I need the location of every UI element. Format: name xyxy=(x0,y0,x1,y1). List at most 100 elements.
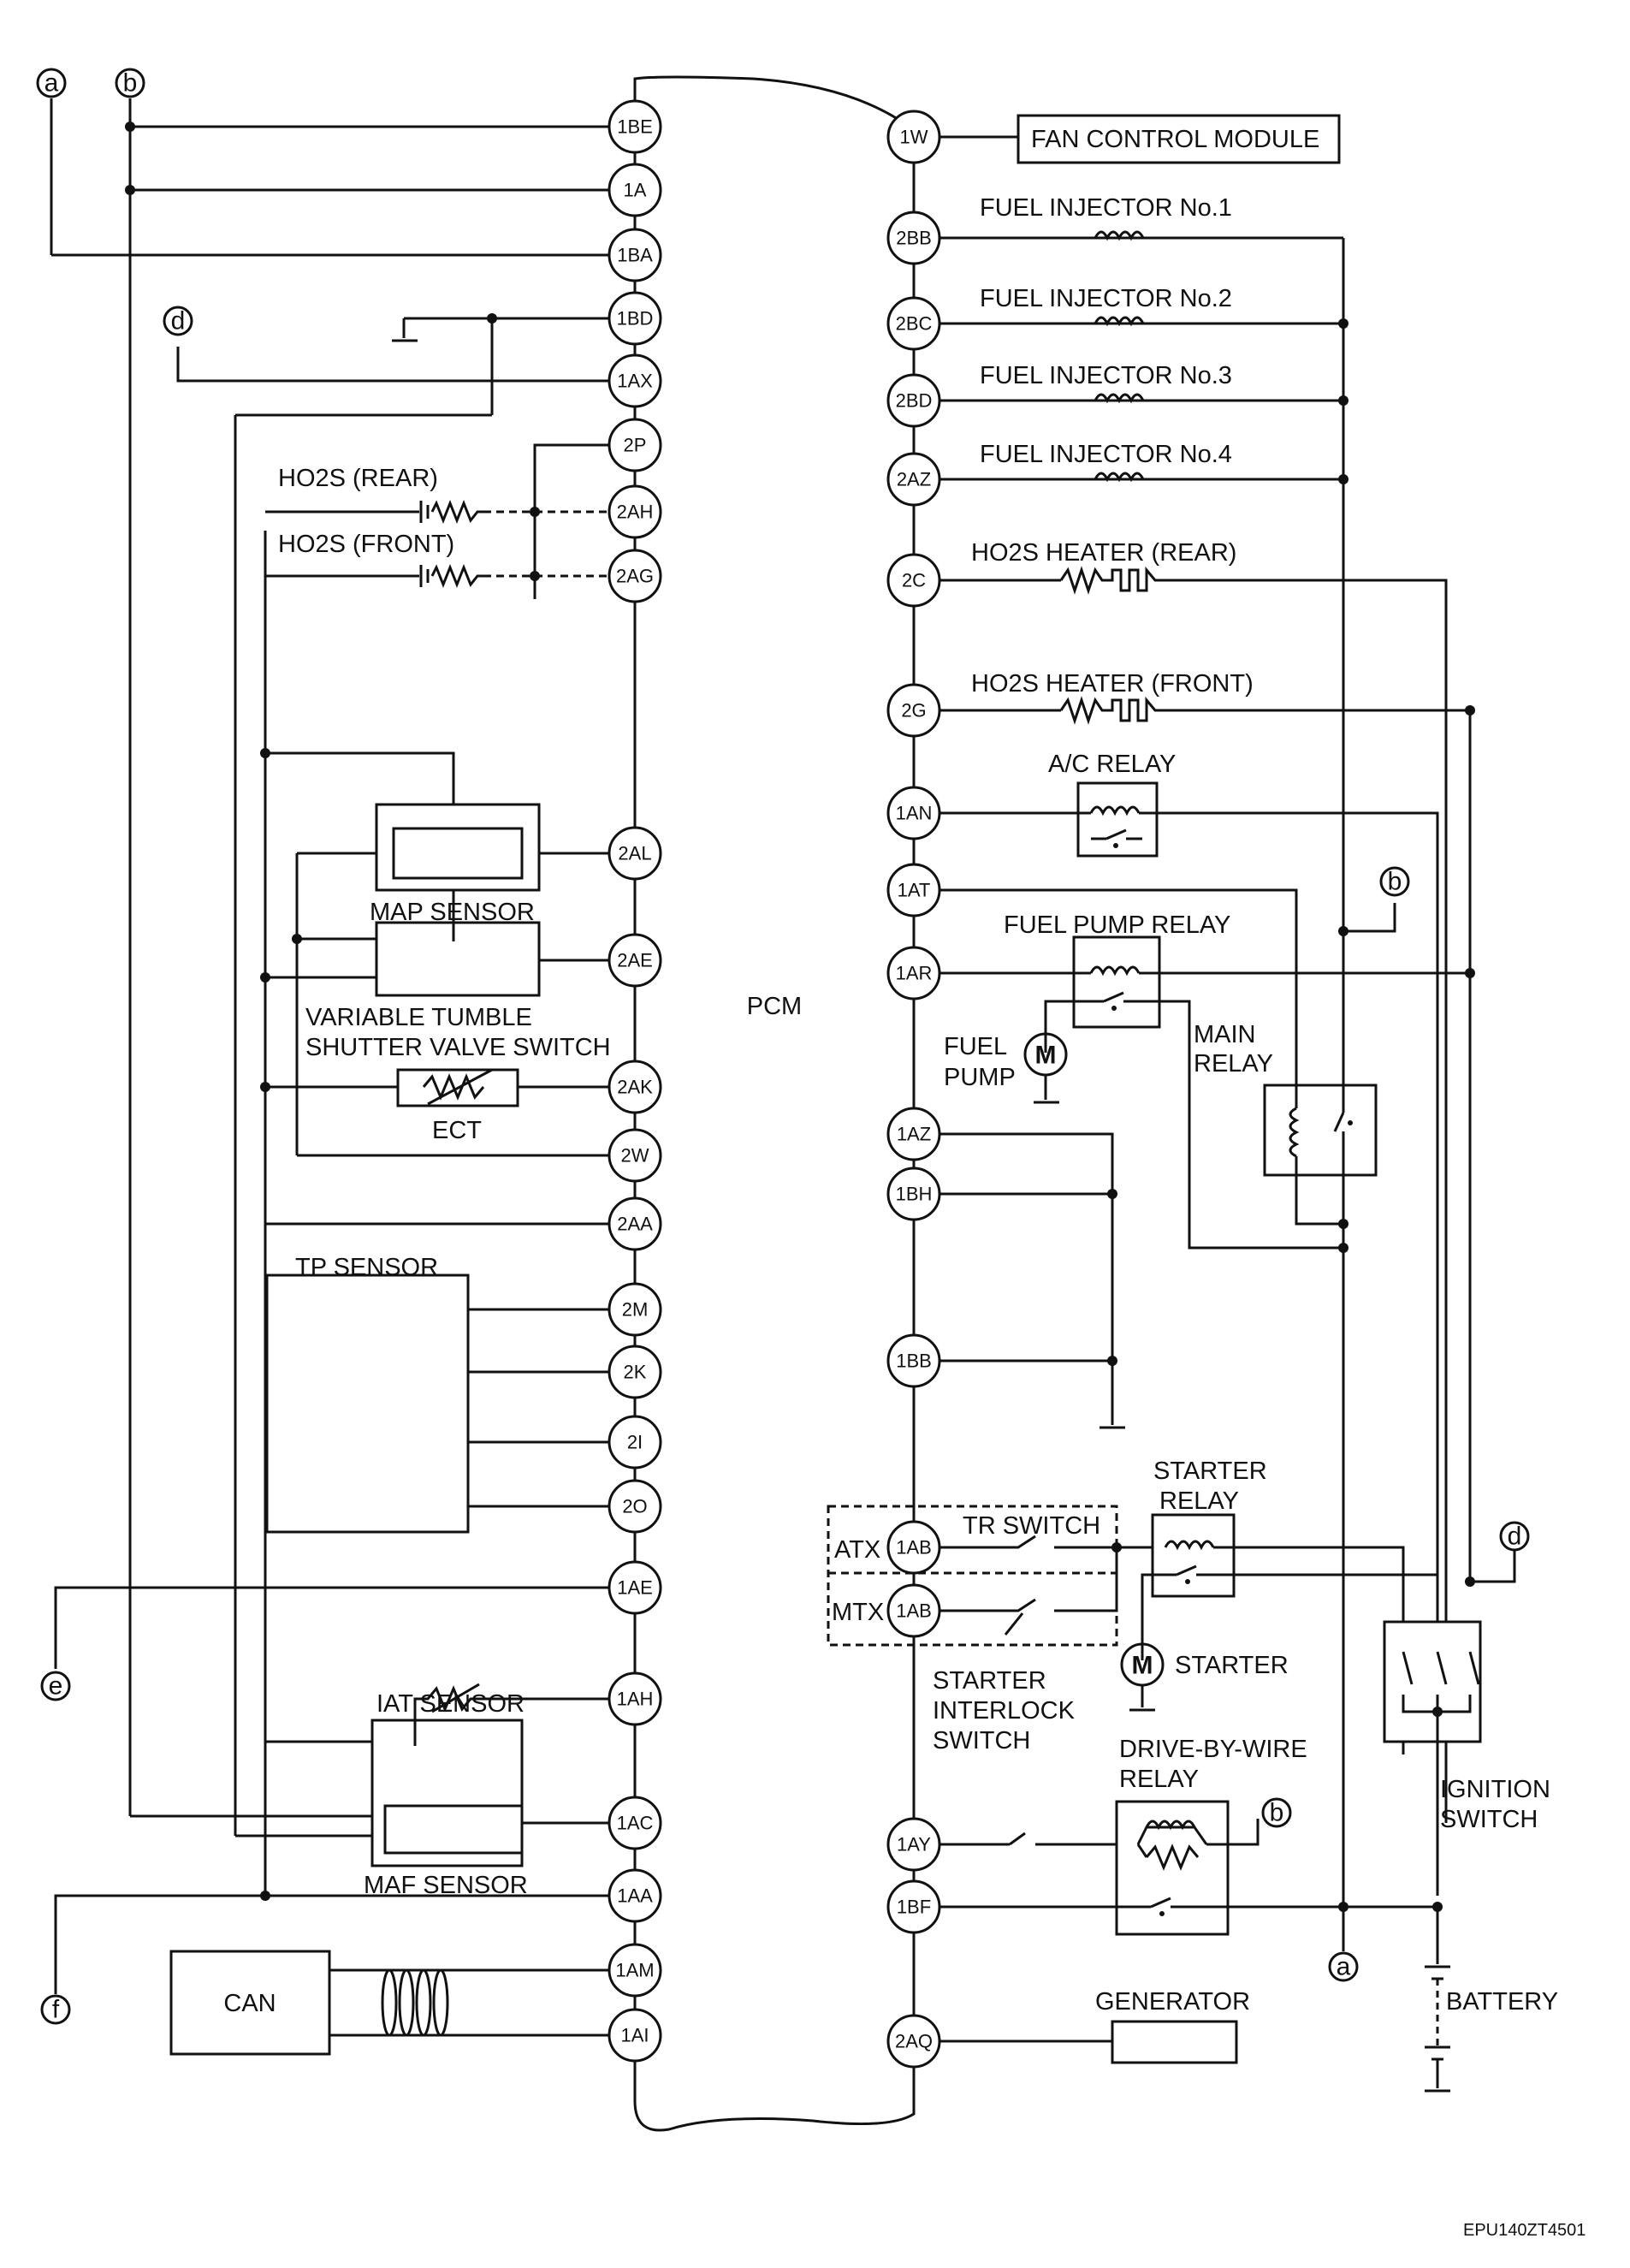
pcm-pin-right-1ay: 1AY xyxy=(886,1817,941,1872)
starter-relay-label-1: STARTER xyxy=(1153,1458,1267,1485)
pcm-pin-left-2al: 2AL xyxy=(608,826,662,881)
generator-box xyxy=(1111,2020,1238,2064)
dbw-res-link xyxy=(1136,1843,1148,1858)
pump-label: PUMP xyxy=(944,1064,1016,1091)
connector-b-top: b xyxy=(115,68,145,98)
svg-text:e: e xyxy=(49,1672,63,1701)
ignition-label: IGNITION xyxy=(1440,1776,1550,1803)
fuel-pump-relay-coil xyxy=(1089,965,1141,977)
svg-text:d: d xyxy=(171,307,186,335)
pcm-pin-left-2m: 2M xyxy=(608,1282,662,1337)
wire-1aa xyxy=(54,1894,609,1994)
drive-by-wire-label: DRIVE-BY-WIRE xyxy=(1119,1736,1307,1763)
pin-label: 1AH xyxy=(617,1689,654,1710)
connector-a-bottom: a xyxy=(1328,1951,1359,1982)
pin-label: 2P xyxy=(624,435,647,456)
pcm-pin-left-1ai: 1AI xyxy=(608,2008,662,2063)
wire-2p xyxy=(533,443,609,599)
starter-relay-contact xyxy=(1141,1564,1437,1660)
pcm-pin-right-2bb: 2BB xyxy=(886,211,941,265)
can-twisted-pair xyxy=(381,1968,449,2037)
pcm-pin-left-1ae: 1AE xyxy=(608,1560,662,1615)
pcm-pin-right-2g: 2G xyxy=(886,683,941,738)
pcm-pin-right-1ab: 1AB xyxy=(886,1583,941,1638)
pcm-label: PCM xyxy=(747,993,802,1020)
drive-by-wire-relay-label: RELAY xyxy=(1119,1766,1199,1793)
pcm-pin-right-1an: 1AN xyxy=(886,786,941,840)
atx-mtx-dashed-box xyxy=(827,1505,1118,1647)
wire-b-right xyxy=(1343,903,1396,933)
fuel-pump-relay-label: FUEL PUMP RELAY xyxy=(1004,911,1230,939)
pcm-pin-right-1ab: 1AB xyxy=(886,1520,941,1575)
starter-motor-symbol: M xyxy=(1132,1652,1153,1680)
pcm-pin-left-2ak: 2AK xyxy=(608,1060,662,1114)
can-label: CAN xyxy=(223,1990,276,2017)
map-sensor-label: MAP SENSOR xyxy=(370,899,535,926)
connector-a-top: a xyxy=(36,68,67,98)
svg-text:b: b xyxy=(1388,868,1402,896)
connector-b-right: b xyxy=(1379,866,1410,897)
starter-label: STARTER xyxy=(1175,1652,1289,1679)
pcm-pin-left-2k: 2K xyxy=(608,1345,662,1399)
pin-label: 2BC xyxy=(896,313,933,335)
pin-label: 1AC xyxy=(617,1813,654,1834)
wire-ac-relay-out xyxy=(1139,811,1439,1754)
fuel-injector-4-label: FUEL INJECTOR No.4 xyxy=(980,441,1232,468)
starter-interlock-label-2: INTERLOCK xyxy=(933,1697,1076,1725)
ho2s-front-label: HO2S (FRONT) xyxy=(278,531,454,558)
pcm-pin-right-1az: 1AZ xyxy=(886,1107,941,1161)
fuel-pump-relay-contact xyxy=(1044,991,1343,1250)
pin-label: 1A xyxy=(624,180,647,201)
pcm-pin-left-1bd: 1BD xyxy=(608,291,662,346)
pin-label: 2AE xyxy=(617,950,653,971)
ho2s-front-symbol xyxy=(419,563,483,589)
ect-label: ECT xyxy=(432,1117,482,1144)
ho2s-heater-front-label: HO2S HEATER (FRONT) xyxy=(971,670,1254,698)
pin-label: 2AQ xyxy=(895,2031,933,2052)
pcm-outline xyxy=(633,75,916,2132)
pin-label: 1AT xyxy=(898,880,931,901)
pin-label: 1BH xyxy=(896,1184,933,1205)
starter-relay-box xyxy=(1151,1513,1236,1598)
pcm-pin-left-2w: 2W xyxy=(608,1128,662,1183)
battery-symbol xyxy=(1425,1965,1450,2093)
pin-label: 2G xyxy=(901,700,926,721)
pin-label: 2C xyxy=(902,570,926,591)
wire-starter-relay-out xyxy=(1213,1546,1405,1754)
fan-control-module-box xyxy=(1017,114,1341,164)
interlock-leader xyxy=(1004,1612,1024,1636)
connector-d-right: d xyxy=(1499,1521,1530,1552)
pin-label: 1AZ xyxy=(897,1124,931,1145)
svg-text:d: d xyxy=(1508,1523,1522,1551)
fuel-label: FUEL xyxy=(944,1033,1007,1060)
pcm-pin-left-1ac: 1AC xyxy=(608,1796,662,1850)
wire-b-dbw xyxy=(1206,1819,1260,1846)
pcm-pin-right-2bd: 2BD xyxy=(886,373,941,428)
can-box xyxy=(169,1950,331,2056)
vts-label-1: VARIABLE TUMBLE xyxy=(305,1004,532,1031)
mtx-label: MTX xyxy=(832,1599,884,1626)
ho2s-heater-rear-label: HO2S HEATER (REAR) xyxy=(971,539,1236,567)
main-relay-box xyxy=(1263,1084,1378,1177)
pin-label: 2BD xyxy=(896,390,933,412)
dbw-coil-link xyxy=(1136,1826,1208,1845)
pin-label: 1BF xyxy=(897,1897,931,1918)
pin-label: 1AN xyxy=(896,803,933,824)
vts-switch-box xyxy=(375,921,541,997)
main-label: MAIN xyxy=(1194,1021,1256,1048)
battery-label: BATTERY xyxy=(1446,1988,1558,2016)
pcm-pin-left-1be: 1BE xyxy=(608,99,662,154)
injector-wires xyxy=(939,236,1343,481)
starter-interlock-label-3: SWITCH xyxy=(933,1727,1030,1754)
iat-sensor-label: IAT SENSOR xyxy=(376,1690,525,1718)
pcm-pin-right-1at: 1AT xyxy=(886,863,941,917)
pin-label: 2M xyxy=(622,1299,649,1321)
pin-label: 2W xyxy=(621,1145,649,1167)
ignition-switch-label: SWITCH xyxy=(1440,1806,1538,1833)
generator-label: GENERATOR xyxy=(1095,1988,1250,2016)
pin-label: 1AI xyxy=(620,2025,649,2046)
fuel-injector-3-label: FUEL INJECTOR No.3 xyxy=(980,362,1232,389)
connector-e: e xyxy=(40,1671,71,1701)
starter-interlock-label-1: STARTER xyxy=(933,1667,1046,1695)
